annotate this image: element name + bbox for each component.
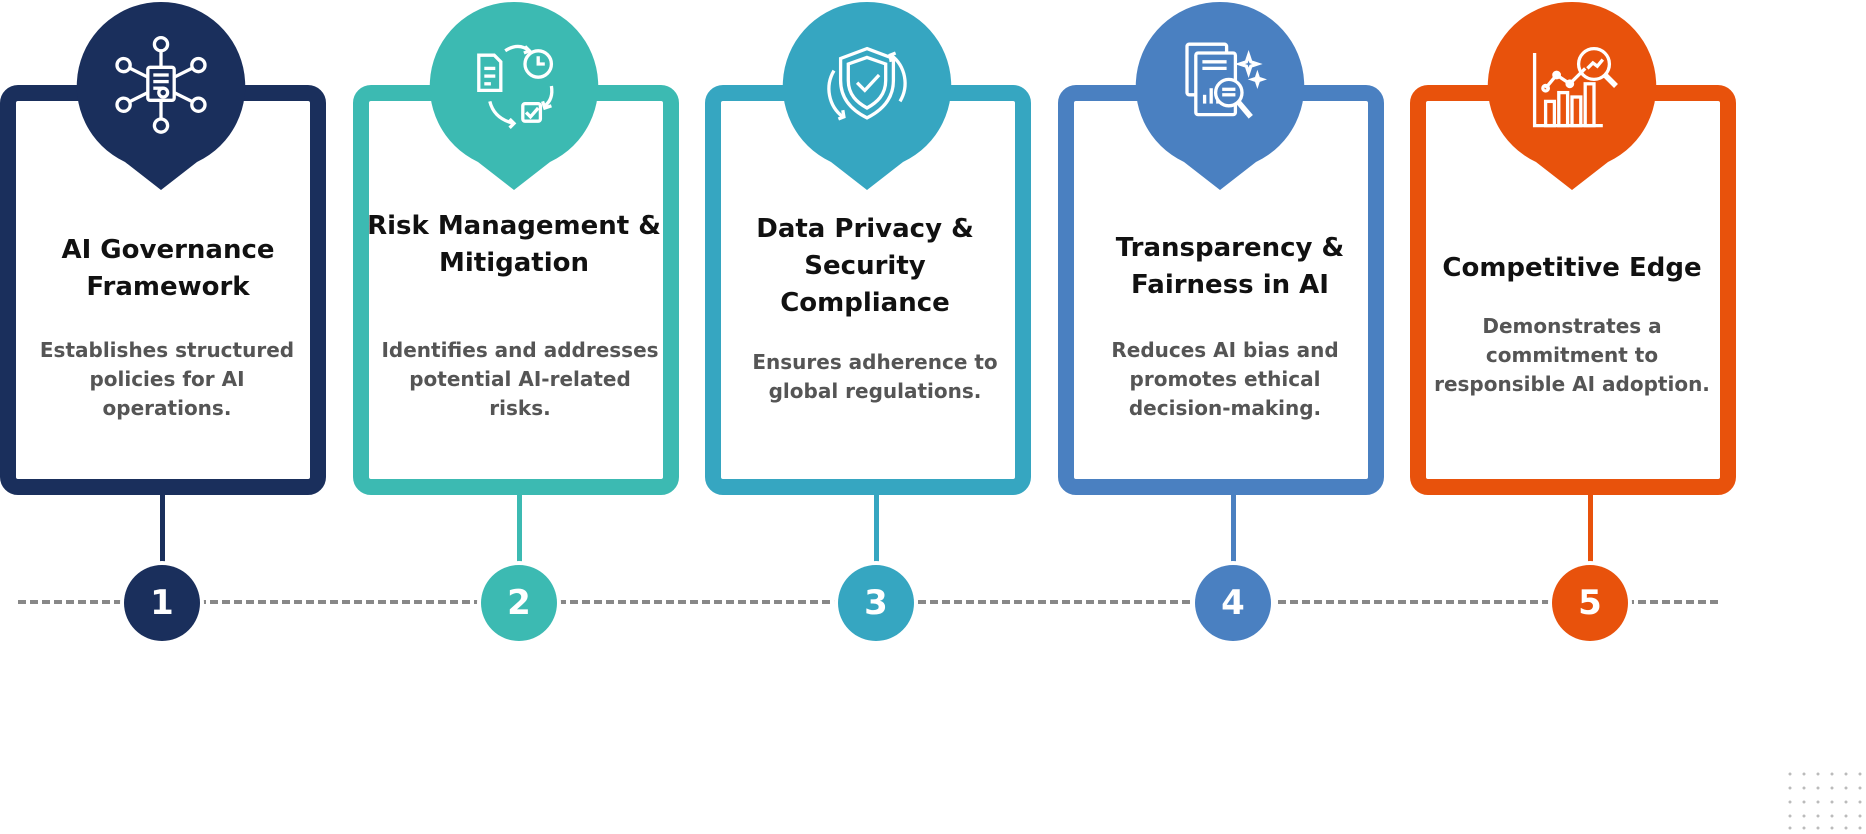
step-pin-4 [1134, 0, 1306, 190]
step-title-1: AI Governance Framework [61, 235, 275, 302]
step-connector-4 [1231, 490, 1236, 570]
step-description-1: Establishes structured policies for AI o… [39, 338, 295, 420]
report-magnifier-icon [1185, 42, 1268, 119]
step-title-4: Transparency & Fairness in AI [1115, 233, 1345, 300]
step-number-5: 5 [1552, 565, 1628, 641]
step-pin-5 [1486, 0, 1658, 190]
step-connector-2 [517, 490, 522, 570]
step-description-4: Reduces AI bias and promotes ethical dec… [1111, 338, 1339, 420]
shield-check-icon [827, 46, 907, 121]
step-title-5: Competitive Edge [1442, 253, 1702, 283]
step-connector-1 [160, 490, 165, 570]
step-title-3: Data Privacy & Security Compliance [756, 214, 974, 318]
step-number-3: 3 [838, 565, 914, 641]
step-pin-2 [428, 0, 600, 190]
step-number-1: 1 [124, 565, 200, 641]
step-number-2: 2 [481, 565, 557, 641]
step-number-4: 4 [1195, 565, 1271, 641]
step-pin-1 [75, 0, 247, 190]
step-description-2: Identifies and addresses potential AI-re… [381, 338, 659, 420]
decorative-dot-grid [1788, 772, 1862, 830]
step-description-3: Ensures adherence to global regulations. [752, 350, 998, 403]
step-description-5: Demonstrates a commitment to responsible… [1434, 314, 1710, 396]
step-connector-3 [874, 490, 879, 570]
risk-cycle-icon [477, 44, 554, 129]
governance-network-icon [115, 35, 207, 134]
growth-chart-icon [1532, 46, 1618, 128]
step-pin-3 [781, 0, 953, 190]
step-title-2: Risk Management & Mitigation [367, 211, 661, 278]
step-connector-5 [1588, 490, 1593, 570]
